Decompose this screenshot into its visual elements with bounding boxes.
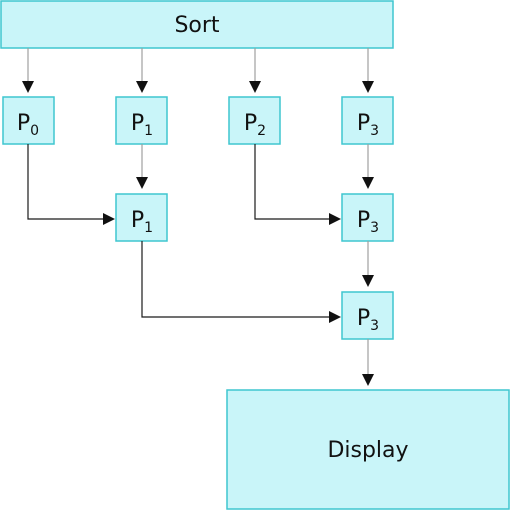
node-p1-mid-label: P1 xyxy=(131,208,153,236)
arrowhead-p1top-p1mid xyxy=(136,177,148,189)
arrowhead-p0-p1mid xyxy=(103,213,115,225)
sort-label: Sort xyxy=(174,13,219,38)
display-box xyxy=(226,389,510,510)
node-p3-low-label: P3 xyxy=(357,306,379,334)
edge-p0-p1mid xyxy=(27,144,104,220)
arrowhead-p2-p3mid xyxy=(329,213,341,225)
arrowhead-sort-p3 xyxy=(362,81,374,93)
arrowhead-p3mid-p3low xyxy=(362,275,374,287)
sort-box xyxy=(0,0,394,49)
arrowhead-p3top-p3mid xyxy=(362,177,374,189)
node-p1-mid xyxy=(115,193,168,242)
arrowhead-p3low-display xyxy=(362,374,374,386)
arrowhead-sort-p0 xyxy=(22,81,34,93)
node-p3-mid xyxy=(341,193,394,242)
node-p2-top xyxy=(228,96,281,145)
node-p1-top-label: P1 xyxy=(131,111,153,139)
arrowhead-sort-p1 xyxy=(136,81,148,93)
edge-p1mid-p3low xyxy=(141,241,330,318)
arrowhead-sort-p2 xyxy=(249,81,261,93)
edge-p2-p3mid xyxy=(254,144,330,220)
node-p1-top xyxy=(115,96,168,145)
node-p2-top-label: P2 xyxy=(244,111,266,139)
node-p3-top xyxy=(341,96,394,145)
display-label: Display xyxy=(327,438,408,463)
arrowhead-p1mid-p3low xyxy=(329,311,341,323)
node-p3-top-label: P3 xyxy=(357,111,379,139)
node-p3-mid-label: P3 xyxy=(357,208,379,236)
node-p0-top-label: P0 xyxy=(17,111,39,139)
